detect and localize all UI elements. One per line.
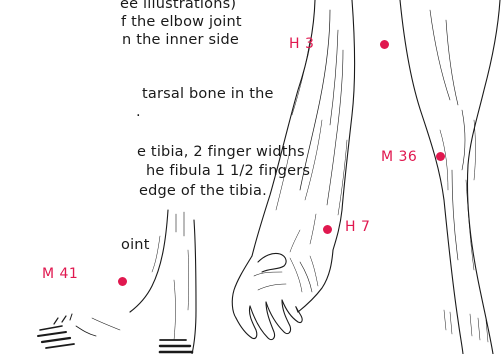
point-h3-label: H 3 [289,36,314,52]
hand-drawing [232,250,333,340]
point-h7-marker[interactable] [323,225,332,234]
point-h7-label: H 7 [345,219,370,235]
foot-drawing [38,210,196,354]
point-m36-label: M 36 [381,149,417,165]
point-m41-marker[interactable] [118,277,127,286]
point-h3-marker[interactable] [380,40,389,49]
point-m41-label: M 41 [42,266,78,282]
leg-drawing [400,0,500,354]
point-m36-marker[interactable] [436,152,445,161]
